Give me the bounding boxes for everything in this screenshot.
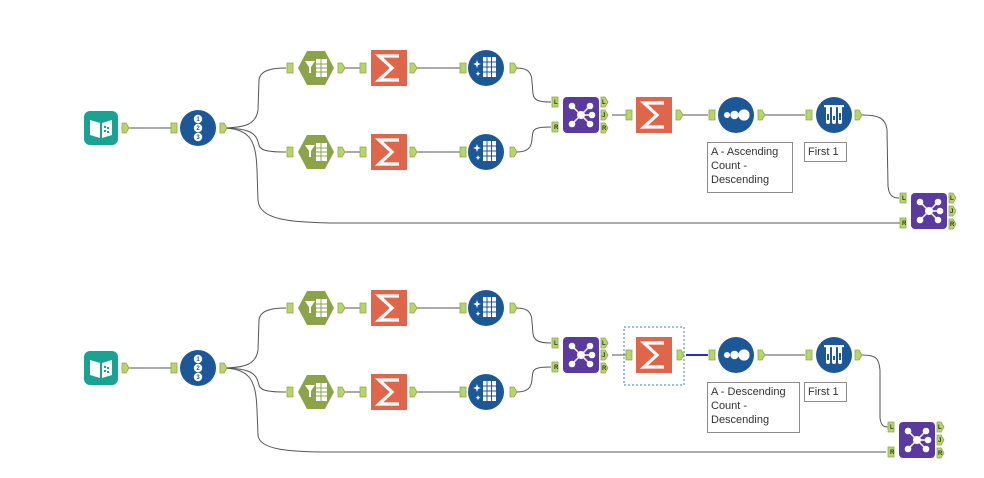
cross-tab-tool-1b[interactable] xyxy=(467,133,505,171)
svg-text:R: R xyxy=(602,126,607,132)
sample-annotation-1: First 1 xyxy=(804,142,847,162)
sample-icon xyxy=(816,97,852,133)
sort-tool-1[interactable] xyxy=(718,97,754,133)
cross-tab-icon xyxy=(467,49,505,87)
cross-tab-tool-2b[interactable] xyxy=(467,373,505,411)
sort-annotation-1: A - Ascending Count - Descending xyxy=(707,142,793,193)
anchor-labels-2: L R L J R L R L J R xyxy=(554,341,943,457)
input-data-icon xyxy=(84,111,118,145)
record-id-tool-2[interactable] xyxy=(180,350,216,386)
summarize-tool-1b[interactable] xyxy=(369,132,409,172)
sample-tool-2[interactable] xyxy=(816,337,852,373)
join-tool-1-final[interactable] xyxy=(910,192,948,230)
input-data-tool-2[interactable] xyxy=(84,351,118,385)
anchors-2[interactable] xyxy=(121,302,945,459)
connections-1[interactable] xyxy=(127,67,900,224)
sort-icon xyxy=(718,97,754,133)
sample-tool-1[interactable] xyxy=(816,97,852,133)
cross-tab-tool-2a[interactable] xyxy=(467,289,505,327)
svg-text:L: L xyxy=(950,196,954,202)
sort-annotation-2: A - Descending Count - Descending xyxy=(707,382,800,433)
record-id-icon xyxy=(180,110,216,146)
cross-tab-icon xyxy=(467,289,505,327)
record-id-tool-1[interactable] xyxy=(180,110,216,146)
svg-text:L: L xyxy=(602,100,606,106)
join-icon xyxy=(898,421,936,459)
record-id-icon xyxy=(180,350,216,386)
filter-tool-2a[interactable] xyxy=(297,290,335,326)
join-icon xyxy=(562,96,600,134)
filter-icon xyxy=(297,50,335,86)
join-tool-1[interactable] xyxy=(562,96,600,134)
svg-text:L: L xyxy=(902,196,906,202)
svg-text:R: R xyxy=(602,366,607,372)
summarize-tool-2a[interactable] xyxy=(369,288,409,328)
connections-2[interactable] xyxy=(127,307,889,453)
cross-tab-icon xyxy=(467,373,505,411)
filter-tool-1b[interactable] xyxy=(297,134,335,170)
join-icon xyxy=(562,336,600,374)
cross-tab-icon xyxy=(467,133,505,171)
svg-text:L: L xyxy=(890,425,894,431)
cross-tab-tool-1a[interactable] xyxy=(467,49,505,87)
svg-text:L: L xyxy=(602,341,606,347)
sort-tool-2[interactable] xyxy=(718,337,754,373)
summarize-tool-1c[interactable] xyxy=(634,95,674,135)
filter-tool-1a[interactable] xyxy=(297,50,335,86)
svg-text:R: R xyxy=(938,451,943,457)
summarize-tool-2b[interactable] xyxy=(369,372,409,412)
filter-icon xyxy=(297,374,335,410)
summarize-icon xyxy=(369,372,409,412)
filter-icon xyxy=(297,290,335,326)
anchor-labels-1: L R L J R L R L J R xyxy=(554,100,955,228)
input-data-tool-1[interactable] xyxy=(84,111,118,145)
join-icon xyxy=(910,192,948,230)
svg-text:L: L xyxy=(554,100,558,106)
svg-text:R: R xyxy=(890,450,895,456)
input-data-icon xyxy=(84,351,118,385)
filter-icon xyxy=(297,134,335,170)
svg-text:R: R xyxy=(554,365,559,371)
svg-text:J: J xyxy=(602,113,605,119)
summarize-tool-2c-selected[interactable] xyxy=(623,326,685,386)
selection-box xyxy=(623,326,685,386)
svg-text:L: L xyxy=(554,341,558,347)
summarize-icon xyxy=(634,335,674,375)
sample-icon xyxy=(816,337,852,373)
summarize-icon xyxy=(369,288,409,328)
workflow-2: L R L J R L R L J R xyxy=(84,288,945,459)
summarize-icon xyxy=(369,48,409,88)
svg-text:J: J xyxy=(938,438,941,444)
filter-tool-2b[interactable] xyxy=(297,374,335,410)
summarize-icon xyxy=(369,132,409,172)
summarize-tool-1a[interactable] xyxy=(369,48,409,88)
svg-text:L: L xyxy=(938,425,942,431)
sample-annotation-2: First 1 xyxy=(804,382,847,402)
sort-icon xyxy=(718,337,754,373)
summarize-icon xyxy=(634,95,674,135)
join-tool-2[interactable] xyxy=(562,336,600,374)
svg-text:R: R xyxy=(950,222,955,228)
svg-text:R: R xyxy=(554,125,559,131)
svg-text:J: J xyxy=(602,353,605,359)
join-tool-2-final[interactable] xyxy=(898,421,936,459)
svg-text:R: R xyxy=(902,221,907,227)
svg-text:J: J xyxy=(950,209,953,215)
workflow-1: L R L J R L R L J R xyxy=(84,48,957,230)
